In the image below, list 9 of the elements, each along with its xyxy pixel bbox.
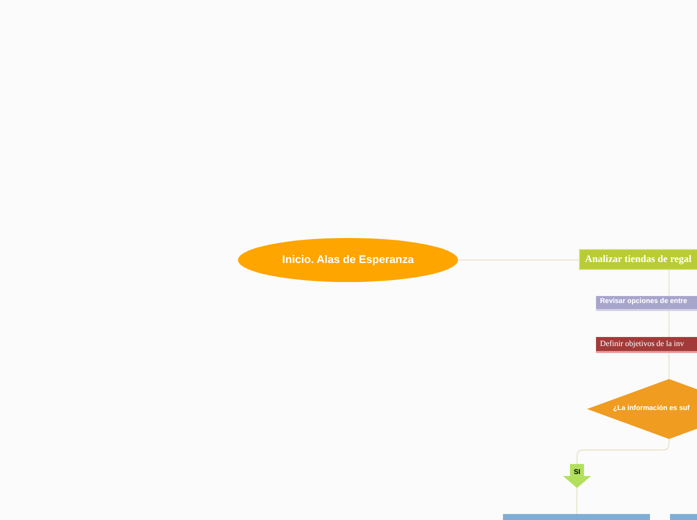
connector-line [576, 439, 670, 464]
connector-line [668, 270, 670, 296]
start-ellipse: Inicio. Alas de Esperanza [238, 238, 458, 282]
connector-line [668, 353, 670, 379]
task-box: Definir objetivos de la inv [596, 337, 697, 353]
connector-line [458, 259, 579, 261]
connector-line [668, 311, 670, 337]
connector-line [576, 488, 578, 514]
task-box: Analizar tiendas de regal [579, 249, 697, 270]
